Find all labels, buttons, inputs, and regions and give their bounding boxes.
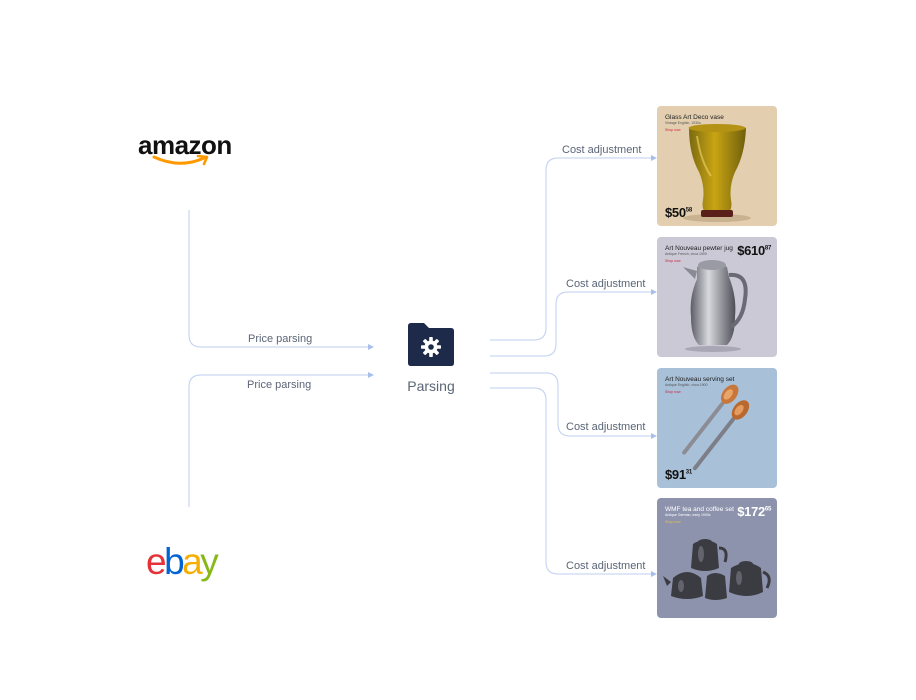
- arrow-head: [368, 344, 374, 350]
- amazon-logo: amazon: [138, 132, 242, 172]
- edge-ebay-to-parsing: [188, 374, 368, 507]
- arrow-head: [651, 289, 657, 295]
- ebay-letter-y: y: [200, 541, 219, 582]
- product-price: $9131: [665, 467, 692, 482]
- product-title: Art Nouveau pewter jug: [665, 245, 733, 252]
- product-price: $61087: [737, 243, 771, 258]
- product-card-serving-set[interactable]: Art Nouveau serving set Antique English,…: [657, 368, 777, 488]
- ebay-letter-a: a: [182, 541, 203, 582]
- edge-label-price-parsing-top: Price parsing: [248, 333, 312, 345]
- edge-label-cost-adjustment-2: Cost adjustment: [566, 278, 645, 290]
- product-price: $5058: [665, 205, 692, 220]
- vase-image: [683, 124, 751, 222]
- price-cents: 58: [685, 207, 692, 214]
- edge-label-cost-adjustment-1: Cost adjustment: [562, 144, 641, 156]
- price-cents: 31: [685, 469, 692, 476]
- ebay-letter-e: e: [146, 541, 167, 582]
- folder-gear-icon: [408, 323, 454, 366]
- product-card-tea-set[interactable]: WMF tea and coffee set Antique German, e…: [657, 498, 777, 618]
- price-main: $610: [737, 243, 765, 258]
- parsing-label: Parsing: [407, 378, 455, 394]
- product-card-vase[interactable]: Glass Art Deco vase Vintage English, 193…: [657, 106, 777, 226]
- edge-label-price-parsing-bottom: Price parsing: [247, 379, 311, 391]
- edge-parsing-to-product-1: [490, 157, 651, 341]
- ebay-letter-b: b: [164, 541, 185, 582]
- edge-parsing-to-product-4: [490, 387, 651, 575]
- tea-set-image: [663, 539, 771, 600]
- product-card-jug[interactable]: Art Nouveau pewter jug Antique French, c…: [657, 237, 777, 357]
- serving-set-image: [682, 384, 750, 471]
- shop-now-link[interactable]: Shop now: [665, 390, 681, 394]
- price-main: $172: [737, 504, 765, 519]
- arrow-head: [651, 155, 657, 161]
- shop-now-link[interactable]: Shop now: [665, 259, 681, 263]
- product-title: Art Nouveau serving set: [665, 376, 735, 383]
- arrow-head: [368, 372, 374, 378]
- product-title: Glass Art Deco vase: [665, 114, 724, 121]
- price-cents: 65: [764, 506, 771, 513]
- product-subtitle: Antique French, circa 1900: [665, 252, 707, 256]
- price-main: $91: [665, 467, 686, 482]
- price-cents: 87: [764, 245, 771, 252]
- product-subtitle: Vintage English, 1930s: [665, 121, 701, 125]
- jug-image: [683, 260, 748, 352]
- product-subtitle: Antique German, early 1900s: [665, 513, 711, 517]
- amazon-smile-icon: [152, 154, 209, 166]
- product-title: WMF tea and coffee set: [665, 506, 734, 513]
- price-main: $50: [665, 205, 686, 220]
- edge-parsing-to-product-2: [490, 291, 651, 357]
- arrow-head: [651, 571, 657, 577]
- product-price: $17265: [737, 504, 771, 519]
- arrow-head: [651, 433, 657, 439]
- shop-now-link[interactable]: Shop now: [665, 520, 681, 524]
- product-subtitle: Antique English, circa 1900: [665, 383, 708, 387]
- amazon-wordmark: amazon: [138, 130, 232, 160]
- ebay-logo: ebay: [146, 541, 219, 582]
- edge-label-cost-adjustment-3: Cost adjustment: [566, 421, 645, 433]
- edge-parsing-to-product-3: [490, 372, 651, 437]
- edge-amazon-to-parsing: [188, 210, 368, 348]
- parsing-node: Parsing: [400, 322, 462, 394]
- edge-label-cost-adjustment-4: Cost adjustment: [566, 560, 645, 572]
- shop-now-link[interactable]: Shop now: [665, 128, 681, 132]
